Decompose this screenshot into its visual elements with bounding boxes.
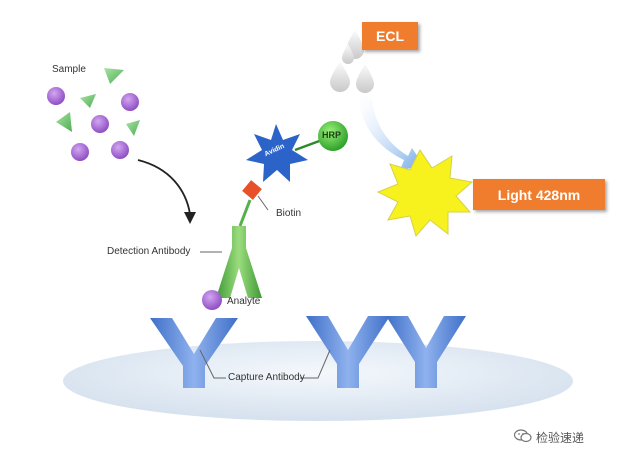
leader-lines (199, 195, 331, 379)
plate-surface (63, 341, 573, 421)
avidin-star (246, 124, 323, 182)
hrp-label: HRP (322, 130, 342, 140)
light-label: Light 428nm (473, 179, 605, 210)
detection-antibody-label: Detection Antibody (107, 246, 191, 257)
sample-to-antibody-arrow (137, 159, 196, 224)
analyte-particle (202, 290, 222, 310)
biotin-label: Biotin (276, 208, 302, 219)
light-burst-icon (376, 149, 474, 238)
ecl-droplets (330, 30, 374, 93)
ecl-label: ECL (362, 22, 418, 50)
sample-label: Sample (52, 64, 86, 75)
watermark: 检验速递 (513, 429, 585, 446)
watermark-text: 检验速递 (536, 431, 585, 445)
detection-antibody (216, 226, 262, 298)
capture-antibody-left (150, 318, 238, 388)
biotin (238, 180, 262, 227)
capture-antibody-middle (306, 316, 390, 388)
hrp-circle (318, 121, 348, 151)
capture-antibody-right (386, 316, 466, 388)
wechat-icon (513, 429, 532, 446)
sample-particles (47, 68, 140, 161)
capture-antibody-label: Capture Antibody (228, 372, 305, 383)
analyte-label: Analyte (227, 296, 261, 307)
swoosh-arrow (358, 96, 424, 170)
